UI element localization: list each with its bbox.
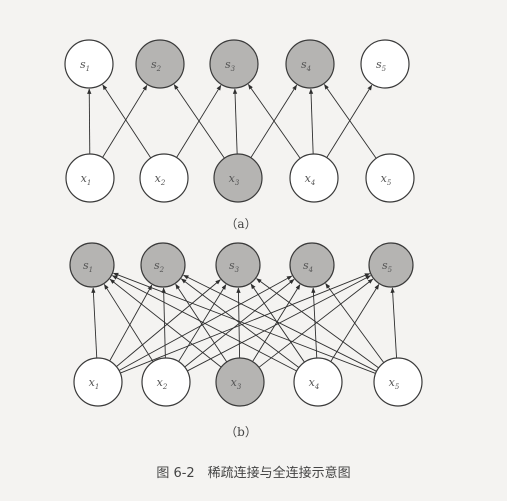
node-circle: [215, 242, 261, 288]
edge-b-x4-s2: [180, 278, 300, 368]
node-circle: [373, 357, 423, 407]
node-circle: [293, 357, 343, 407]
node-a-x2: x2: [139, 153, 189, 203]
edge-b-x2-s2: [161, 287, 166, 359]
node-label: s4: [303, 259, 313, 274]
edge-b-x3-s4: [252, 284, 301, 362]
node-circle: [368, 242, 414, 288]
node-label: s4: [301, 58, 311, 73]
node-label: s2: [151, 58, 162, 73]
node-b-s5: s5: [368, 242, 414, 288]
panel-label-b: （b）: [225, 425, 257, 439]
node-circle: [135, 39, 185, 89]
node-b-x3: x3: [215, 357, 265, 407]
node-circle: [289, 242, 335, 288]
node-label: x2: [157, 376, 168, 391]
node-label: x1: [81, 172, 92, 187]
node-b-s3: s3: [215, 242, 261, 288]
node-b-x4: x4: [293, 357, 343, 407]
edge-b-x3-s2: [175, 283, 228, 363]
node-b-x2: x2: [141, 357, 191, 407]
edge-b-x5-s2: [183, 274, 377, 372]
node-b-s1: s1: [69, 242, 115, 288]
edge-b-x5-s5: [390, 287, 398, 359]
node-a-x1: x1: [65, 153, 115, 203]
node-circle: [139, 153, 189, 203]
node-a-s4: s4: [285, 39, 335, 89]
node-circle: [289, 153, 339, 203]
node-circle: [141, 357, 191, 407]
node-a-s3: s3: [209, 39, 259, 89]
edge-a-x4-s5: [326, 84, 373, 158]
node-a-s2: s2: [135, 39, 185, 89]
node-circle: [64, 39, 114, 89]
node-label: s2: [154, 259, 165, 274]
node-circle: [285, 39, 335, 89]
edge-a-x1-s1: [87, 88, 92, 155]
edge-b-x2-s1: [103, 283, 154, 362]
edge-b-x1-s2: [109, 284, 153, 362]
edge-b-x2-s3: [178, 284, 227, 362]
edge-a-x2-s3: [176, 84, 222, 158]
edge-b-x5-s4: [325, 283, 385, 363]
node-label: s3: [225, 58, 236, 73]
node-circle: [215, 357, 265, 407]
node-circle: [65, 153, 115, 203]
edge-a-x3-s4: [250, 84, 298, 158]
node-a-s1: s1: [64, 39, 114, 89]
edge-a-x3-s2: [173, 84, 225, 159]
edge-a-x2-s1: [102, 84, 152, 159]
edge-b-x4-s4: [311, 287, 318, 359]
node-a-s5: s5: [360, 39, 410, 89]
node-label: s3: [229, 259, 240, 274]
node-circle: [209, 39, 259, 89]
node-label: s1: [83, 259, 93, 274]
edge-b-x5-s1: [112, 272, 376, 374]
edge-a-x4-s3: [247, 84, 301, 159]
node-b-x1: x1: [73, 357, 123, 407]
node-circle: [365, 153, 415, 203]
edge-b-x5-s3: [256, 278, 379, 369]
node-label: x3: [231, 376, 242, 391]
edge-b-x3-s5: [258, 278, 374, 368]
edge-a-x5-s4: [323, 84, 377, 159]
node-b-x5: x5: [373, 357, 423, 407]
edge-b-x3-s1: [109, 278, 222, 368]
node-label: s1: [80, 58, 90, 73]
edge-a-x3-s3: [232, 88, 238, 155]
node-a-x4: x4: [289, 153, 339, 203]
node-label: s5: [382, 259, 393, 274]
edge-b-x4-s3: [250, 283, 305, 363]
edge-a-x1-s2: [102, 84, 148, 158]
node-label: x1: [89, 376, 100, 391]
edge-b-x4-s1: [111, 275, 297, 372]
node-circle: [360, 39, 410, 89]
edge-b-x1-s3: [116, 279, 221, 367]
node-label: x5: [381, 172, 392, 187]
node-label: x3: [229, 172, 240, 187]
panel-label-a: （a）: [225, 217, 256, 231]
node-label: s5: [376, 58, 387, 73]
node-label: x5: [389, 376, 400, 391]
node-circle: [69, 242, 115, 288]
node-circle: [140, 242, 186, 288]
node-label: x4: [309, 376, 320, 391]
node-circle: [73, 357, 123, 407]
node-label: x2: [155, 172, 166, 187]
node-circle: [213, 153, 263, 203]
figure-caption: 图 6-2 稀疏连接与全连接示意图: [156, 466, 351, 481]
node-b-s4: s4: [289, 242, 335, 288]
edge-b-x2-s5: [187, 275, 372, 372]
edge-b-x1-s1: [91, 287, 98, 359]
edge-b-x3-s3: [236, 287, 241, 359]
edge-a-x4-s4: [308, 88, 314, 155]
node-b-s2: s2: [140, 242, 186, 288]
node-a-x3: x3: [213, 153, 263, 203]
node-label: x4: [305, 172, 316, 187]
node-a-x5: x5: [365, 153, 415, 203]
